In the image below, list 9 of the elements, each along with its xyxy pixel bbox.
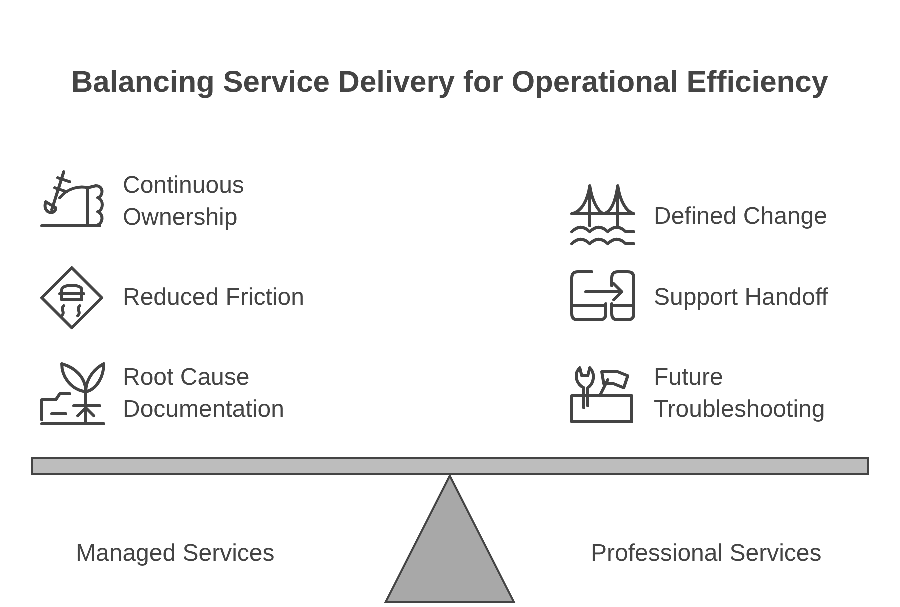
feature-text: Future Troubleshooting [654,363,826,425]
feature-text: Root Cause Documentation [123,363,286,425]
feature-text: Support Handoff [654,283,830,313]
side-label: Professional Services [591,539,823,569]
side-label: Managed Services [76,539,276,569]
diagram-title: Balancing Service Delivery for Operational Efficiency [70,66,830,100]
feature-text: Continuous Ownership [123,171,246,233]
feature-text: Reduced Friction [123,283,306,313]
feature-text: Defined Change [654,202,828,232]
